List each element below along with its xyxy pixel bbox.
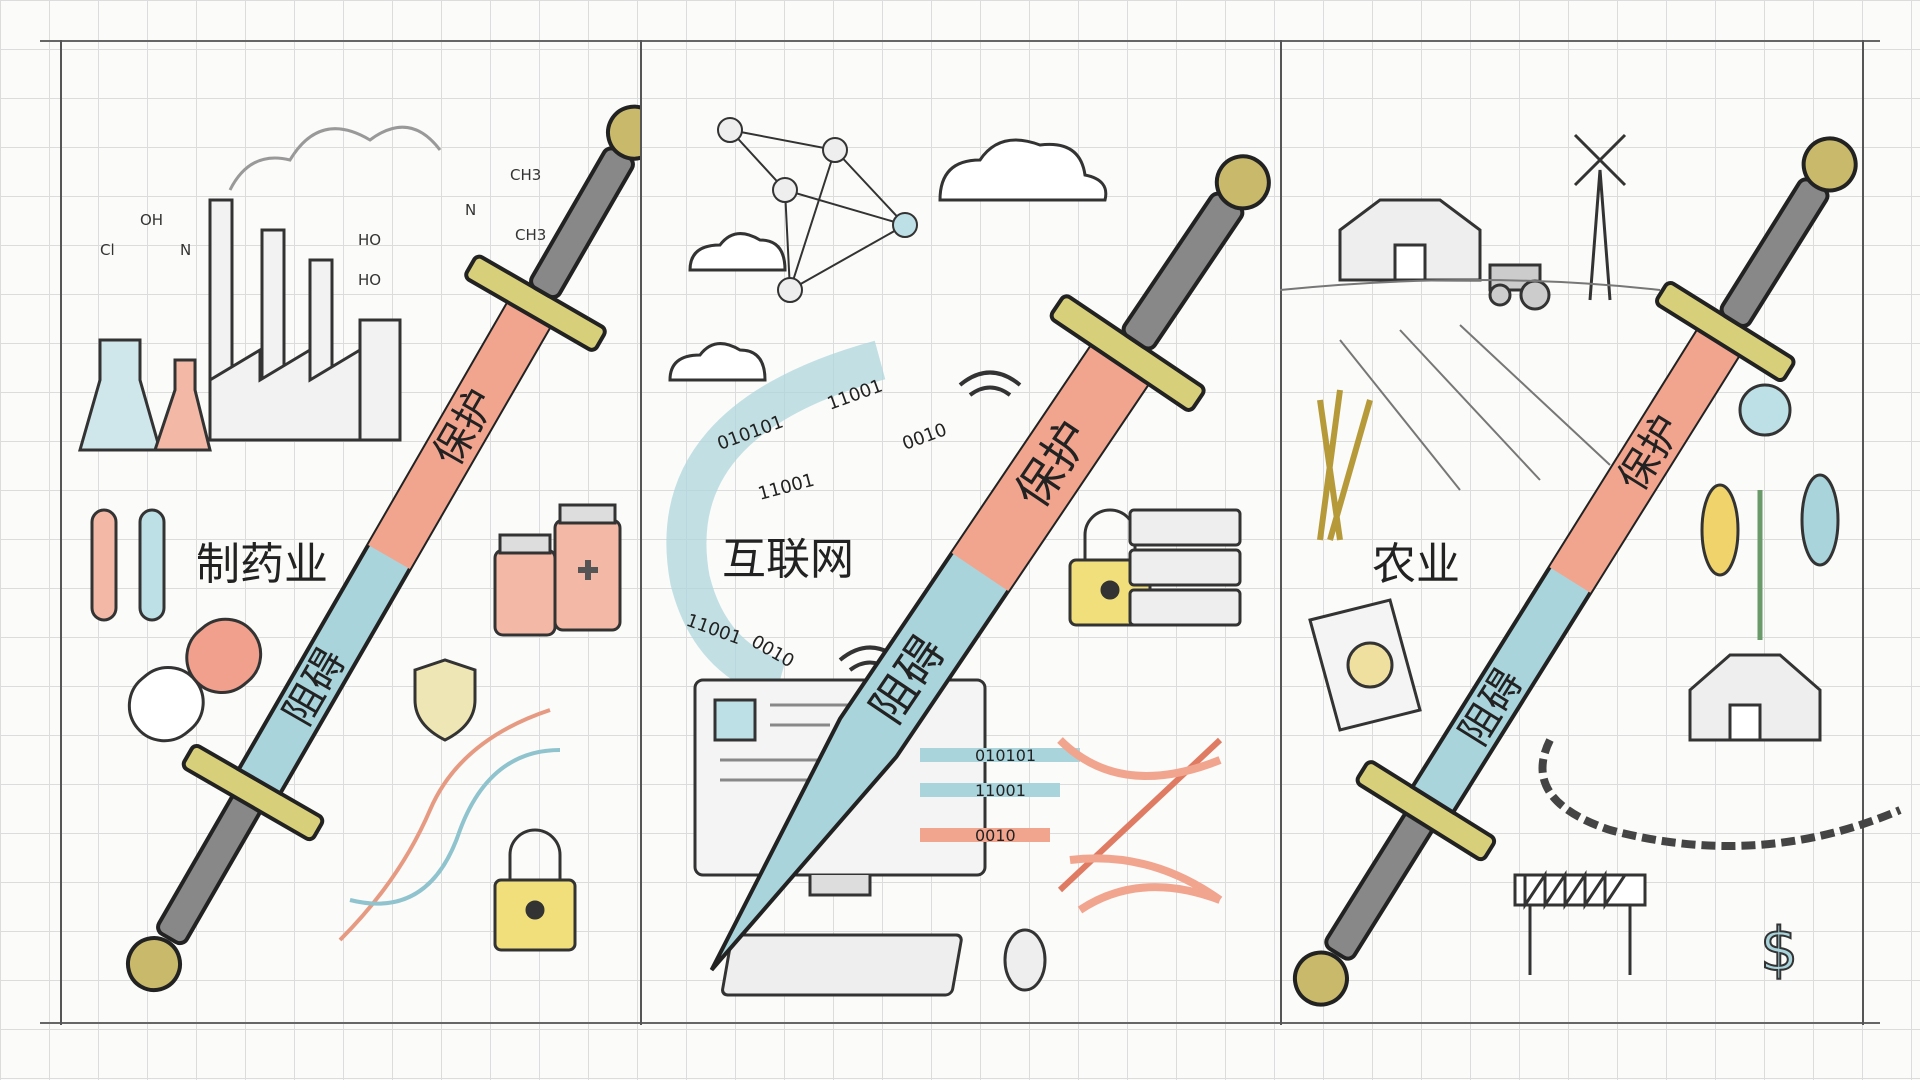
dollar-icon: $ (1760, 915, 1798, 985)
binary-text: 0010 (975, 826, 1016, 845)
cloud-icon (688, 232, 787, 272)
barn-icon (1688, 653, 1822, 742)
industry-label: 农业 (1372, 539, 1460, 590)
industry-label: 互联网 (722, 534, 854, 585)
divider (60, 40, 62, 1025)
bottom-border (40, 1022, 1880, 1024)
mouse-icon (1003, 928, 1047, 992)
binary-text: 010101 (975, 746, 1036, 765)
barrier-icon (1513, 870, 1647, 975)
seed-bag-icon (1308, 598, 1422, 732)
binary-text: 11001 (756, 470, 817, 505)
sword: 保护 阻碍 (126, 104, 640, 993)
chem-label: CH3 (515, 226, 546, 244)
sword: 保护 阻碍 (1292, 136, 1858, 1007)
capsule-icon (127, 617, 263, 743)
factory-icon (208, 125, 442, 442)
top-border (40, 40, 1880, 42)
panel-pharma: OH Cl N HO HO N CH3 CH3 保护 阻碍 制药业 (0, 40, 640, 1025)
flask-icon (78, 338, 212, 452)
medicine-bottle-icon (493, 503, 622, 637)
divider (640, 40, 642, 1025)
chem-label: N (180, 241, 191, 259)
industry-label: 制药业 (196, 539, 328, 590)
binary-text: 0010 (900, 419, 950, 454)
panel-agriculture: $ 保护 阻碍 农业 (1280, 40, 1920, 1025)
shield-icon (413, 658, 477, 742)
cloud-icon (938, 138, 1108, 202)
barn-icon (1338, 198, 1482, 282)
divider (1280, 40, 1282, 1025)
chem-label: N (465, 201, 476, 219)
windmill-icon (1573, 133, 1627, 301)
data-arrows (920, 737, 1223, 914)
tractor-icon (1488, 263, 1551, 311)
dna-icon (338, 708, 561, 942)
cloud-icon (668, 342, 767, 382)
corn-icon (1700, 473, 1840, 640)
sword: 保护 阻碍 (709, 154, 1271, 972)
panel-internet: 010101 11001 11001 0010 11001 0010 01010… (640, 40, 1280, 1025)
test-tube-icon (90, 508, 166, 622)
field (1280, 279, 1661, 491)
binary-stream (666, 340, 886, 700)
chem-label: OH (140, 211, 163, 229)
chem-label: Cl (100, 241, 115, 259)
lock-icon (493, 828, 577, 952)
server-icon (1128, 508, 1242, 627)
chain-icon (1538, 738, 1902, 850)
divider (1862, 40, 1864, 1025)
chem-label: HO (358, 231, 381, 249)
keyboard-icon (721, 933, 963, 997)
chem-label: HO (358, 271, 381, 289)
wheat-icon (1317, 389, 1373, 541)
seedling-badge (1738, 383, 1792, 437)
binary-text: 11001 (975, 781, 1026, 800)
chem-label: CH3 (510, 166, 541, 184)
network-icon (717, 117, 918, 303)
